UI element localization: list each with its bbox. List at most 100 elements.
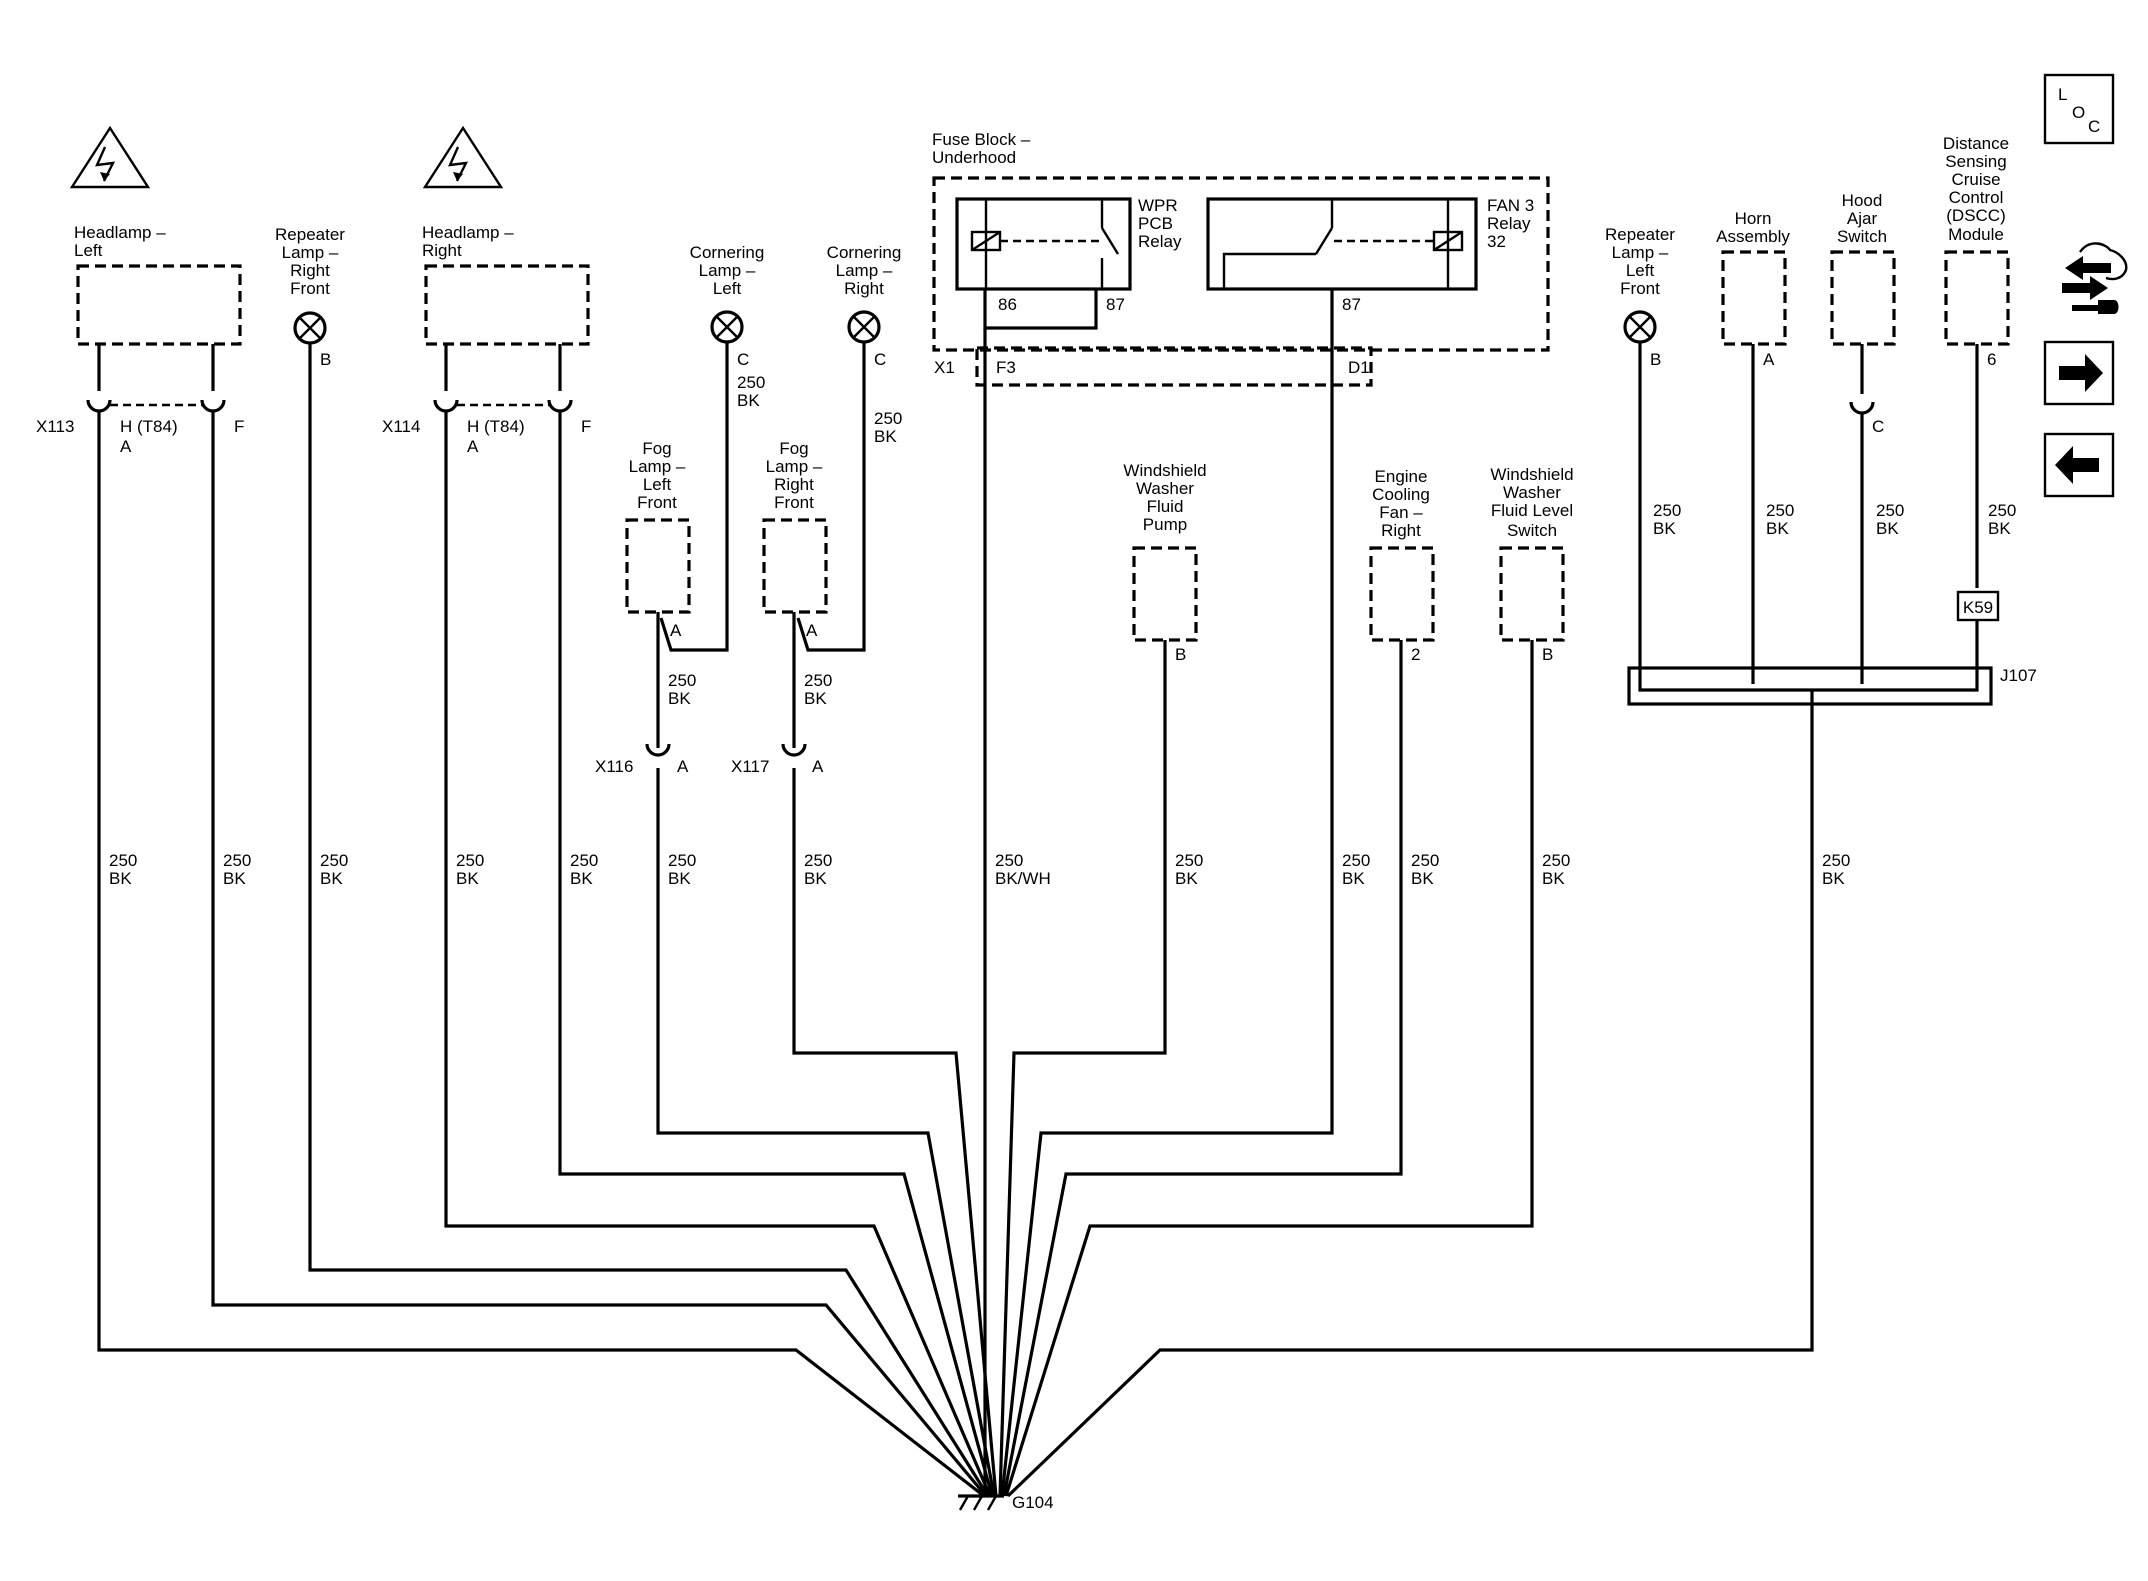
svg-text:BK: BK bbox=[1766, 519, 1789, 538]
svg-text:BK: BK bbox=[668, 869, 691, 888]
svg-text:Lamp –: Lamp – bbox=[699, 261, 756, 280]
svg-text:Pump: Pump bbox=[1143, 515, 1187, 534]
svg-text:250: 250 bbox=[1876, 501, 1904, 520]
svg-text:250: 250 bbox=[1653, 501, 1681, 520]
svg-text:BK: BK bbox=[1175, 869, 1198, 888]
repeater-lamp-right-front: Repeater Lamp – Right Front bbox=[275, 225, 345, 345]
pin-labels: B C C A A B 2 B B A C 6 bbox=[320, 350, 1996, 664]
svg-text:D1: D1 bbox=[1348, 358, 1370, 377]
svg-text:Lamp –: Lamp – bbox=[282, 243, 339, 262]
svg-text:BK: BK bbox=[668, 689, 691, 708]
svg-text:F3: F3 bbox=[996, 358, 1016, 377]
svg-text:A: A bbox=[812, 757, 824, 776]
svg-text:Relay: Relay bbox=[1487, 214, 1531, 233]
repeater-lamp-left-front: Repeater Lamp – Left Front bbox=[1605, 225, 1675, 344]
svg-text:Right: Right bbox=[774, 475, 814, 494]
svg-text:Ajar: Ajar bbox=[1847, 209, 1878, 228]
svg-text:K59: K59 bbox=[1963, 598, 1993, 617]
svg-text:250: 250 bbox=[804, 851, 832, 870]
svg-text:86: 86 bbox=[998, 295, 1017, 314]
svg-text:Right: Right bbox=[1381, 521, 1421, 540]
svg-text:C: C bbox=[1872, 417, 1884, 436]
svg-text:Windshield: Windshield bbox=[1490, 465, 1573, 484]
svg-text:Headlamp –: Headlamp – bbox=[74, 223, 166, 242]
fog-lamp-left-front: Fog Lamp – Left Front bbox=[625, 439, 691, 614]
svg-text:BK/WH: BK/WH bbox=[995, 869, 1051, 888]
k59-label: K59 bbox=[1956, 590, 2000, 622]
headlamp-left: Headlamp – Left bbox=[74, 223, 242, 346]
svg-text:BK: BK bbox=[1876, 519, 1899, 538]
svg-text:A: A bbox=[806, 621, 818, 640]
svg-text:250: 250 bbox=[320, 851, 348, 870]
svg-text:G104: G104 bbox=[1012, 1493, 1054, 1512]
splice-j107: J107 bbox=[1627, 666, 2037, 706]
svg-text:87: 87 bbox=[1106, 295, 1125, 314]
svg-text:Lamp –: Lamp – bbox=[836, 261, 893, 280]
svg-text:250: 250 bbox=[668, 671, 696, 690]
svg-text:Washer: Washer bbox=[1503, 483, 1561, 502]
svg-text:Engine: Engine bbox=[1375, 467, 1428, 486]
svg-text:B: B bbox=[1175, 645, 1186, 664]
svg-text:Cruise: Cruise bbox=[1951, 170, 2000, 189]
headlamp-right: Headlamp – Right bbox=[422, 223, 590, 346]
svg-text:250: 250 bbox=[1988, 501, 2016, 520]
svg-text:J107: J107 bbox=[2000, 666, 2037, 685]
svg-text:250: 250 bbox=[1175, 851, 1203, 870]
svg-text:Sensing: Sensing bbox=[1945, 152, 2006, 171]
svg-text:L: L bbox=[2058, 85, 2067, 104]
svg-text:BK: BK bbox=[570, 869, 593, 888]
connector-x114: X114 H (T84) A F bbox=[382, 399, 591, 456]
svg-text:C: C bbox=[737, 350, 749, 369]
svg-text:BK: BK bbox=[804, 869, 827, 888]
svg-text:32: 32 bbox=[1487, 232, 1506, 251]
svg-text:BK: BK bbox=[1822, 869, 1845, 888]
svg-text:250: 250 bbox=[737, 373, 765, 392]
svg-text:BK: BK bbox=[1653, 519, 1676, 538]
svg-text:Underhood: Underhood bbox=[932, 148, 1016, 167]
svg-text:Cornering: Cornering bbox=[827, 243, 902, 262]
svg-text:Switch: Switch bbox=[1837, 227, 1887, 246]
svg-text:BK: BK bbox=[804, 689, 827, 708]
svg-text:A: A bbox=[670, 621, 682, 640]
svg-text:2: 2 bbox=[1411, 645, 1420, 664]
engine-cooling-fan-right: Engine Cooling Fan – Right bbox=[1369, 467, 1435, 642]
svg-text:H (T84): H (T84) bbox=[467, 417, 525, 436]
svg-text:Control: Control bbox=[1949, 188, 2004, 207]
svg-text:BK: BK bbox=[223, 869, 246, 888]
svg-text:Horn: Horn bbox=[1735, 209, 1772, 228]
svg-text:250: 250 bbox=[223, 851, 251, 870]
next-page-arrow-icon[interactable] bbox=[2043, 340, 2115, 406]
hood-ajar-connector bbox=[1849, 401, 1875, 415]
svg-text:Right: Right bbox=[422, 241, 462, 260]
high-voltage-warning-icon bbox=[422, 125, 504, 189]
svg-text:250: 250 bbox=[1411, 851, 1439, 870]
svg-text:X1: X1 bbox=[934, 358, 955, 377]
svg-text:250: 250 bbox=[804, 671, 832, 690]
svg-text:Fan –: Fan – bbox=[1379, 503, 1423, 522]
svg-text:Lamp –: Lamp – bbox=[629, 457, 686, 476]
svg-text:Left: Left bbox=[713, 279, 742, 298]
svg-text:BK: BK bbox=[320, 869, 343, 888]
location-button[interactable]: L O C bbox=[2043, 73, 2115, 145]
ground-wires bbox=[97, 289, 1979, 1498]
svg-text:B: B bbox=[1542, 645, 1553, 664]
svg-text:Headlamp –: Headlamp – bbox=[422, 223, 514, 242]
svg-text:87: 87 bbox=[1342, 295, 1361, 314]
svg-text:X114: X114 bbox=[382, 417, 420, 436]
svg-text:Relay: Relay bbox=[1138, 232, 1182, 251]
windshield-washer-fluid-pump: Windshield Washer Fluid Pump bbox=[1123, 461, 1207, 642]
svg-text:F: F bbox=[581, 417, 591, 436]
svg-text:250: 250 bbox=[668, 851, 696, 870]
svg-text:Windshield: Windshield bbox=[1123, 461, 1206, 480]
svg-text:250: 250 bbox=[1822, 851, 1850, 870]
fuse-block-underhood: Fuse Block – Underhood X1 F3 D1 bbox=[932, 130, 1550, 387]
connector-x113: X113 H (T84) A F bbox=[36, 399, 244, 456]
svg-text:X117: X117 bbox=[731, 757, 769, 776]
svg-text:C: C bbox=[2088, 117, 2100, 136]
cornering-lamp-right: Cornering Lamp – Right bbox=[827, 243, 902, 344]
connector-tool-icon[interactable] bbox=[2062, 242, 2128, 314]
previous-page-arrow-icon[interactable] bbox=[2043, 432, 2115, 498]
svg-text:Cooling: Cooling bbox=[1372, 485, 1430, 504]
